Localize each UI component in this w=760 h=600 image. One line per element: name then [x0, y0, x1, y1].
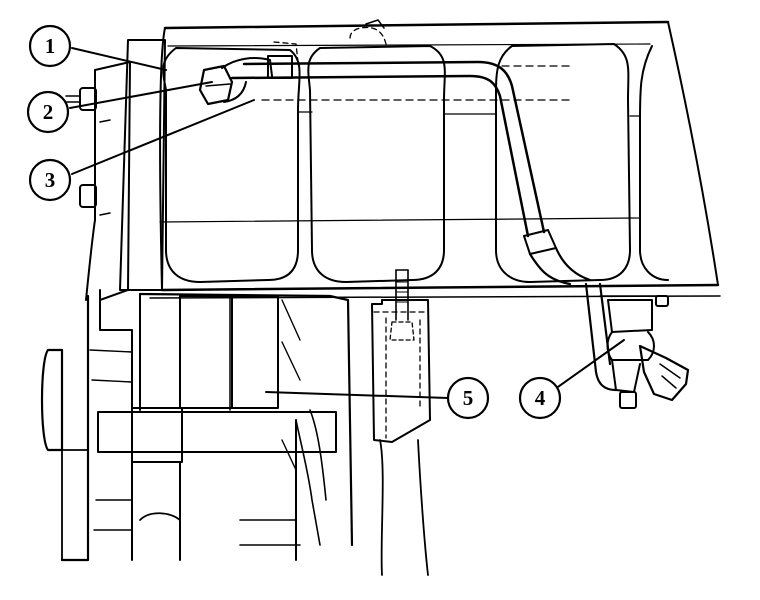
leader-lines	[69, 47, 625, 399]
left-bracket	[65, 39, 166, 301]
support-bracket	[371, 269, 431, 576]
fuel-line	[230, 19, 592, 286]
callout-5-label: 5	[463, 386, 474, 410]
runner-4	[639, 45, 669, 281]
callout-3-label: 3	[45, 168, 56, 192]
engine-block	[149, 20, 721, 299]
leader-1	[71, 47, 167, 71]
leader-3	[71, 99, 255, 175]
callout-5: 5	[446, 376, 490, 420]
callout-4: 4	[518, 376, 562, 420]
fitting-nut	[198, 55, 293, 106]
callout-2: 2	[26, 90, 70, 134]
leader-5	[265, 391, 449, 399]
runner-2	[307, 45, 446, 283]
callout-3: 3	[28, 158, 72, 202]
leader-2	[69, 81, 213, 109]
intake-runners	[162, 43, 669, 283]
callout-1-label: 1	[45, 34, 56, 58]
leader-4	[547, 339, 625, 395]
lower-assembly	[40, 289, 354, 562]
runner-3	[495, 43, 631, 283]
callout-1: 1	[28, 24, 72, 68]
callout-2-label: 2	[43, 100, 54, 124]
callout-4-label: 4	[535, 386, 546, 410]
fuel-component	[584, 282, 690, 409]
